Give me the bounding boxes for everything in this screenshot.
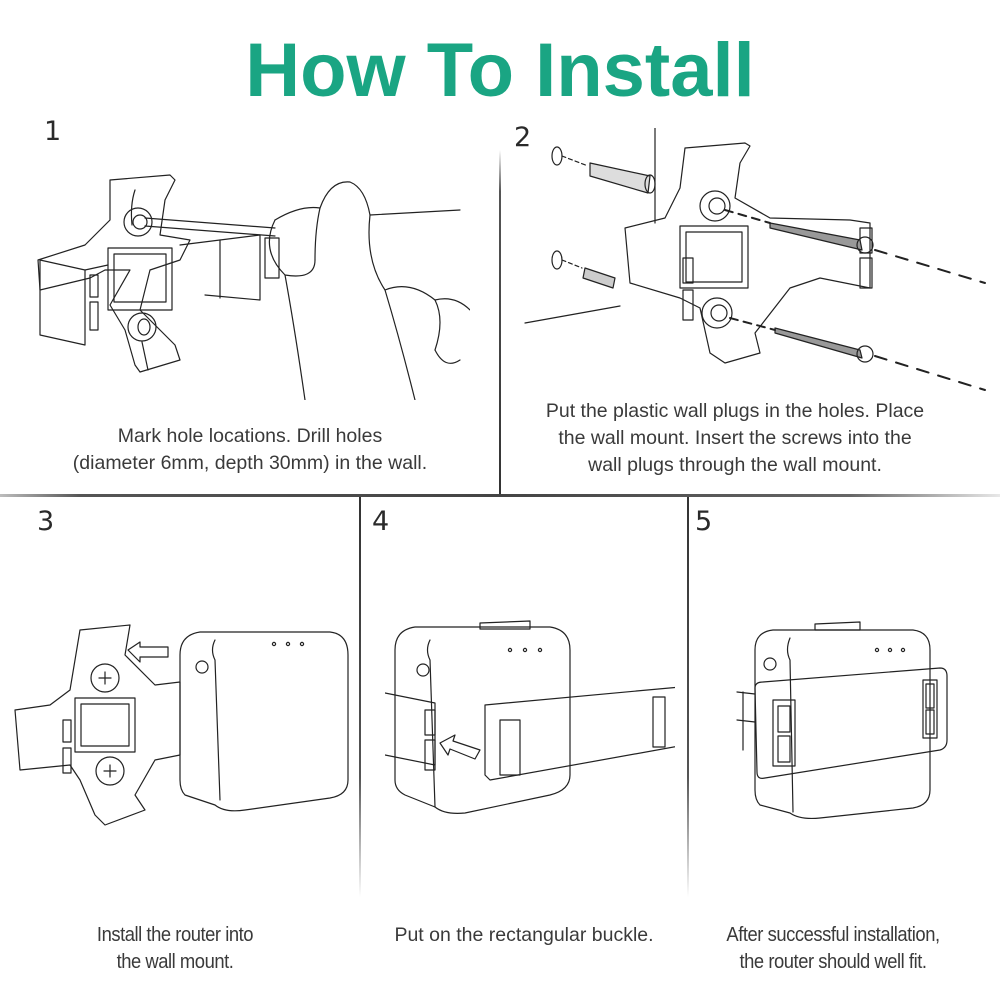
caption-line: After successful installation,	[726, 924, 940, 946]
wall-mount-marking-illustration	[30, 160, 470, 400]
caption-line: (diameter 6mm, depth 30mm) in the wall.	[72, 452, 428, 474]
caption-line: Put on the rectangular buckle.	[394, 924, 654, 946]
step-number: 2	[514, 122, 532, 153]
caption-line: the wall mount.	[116, 951, 234, 973]
divider-vertical-bottom-right	[687, 497, 689, 897]
divider-horizontal	[0, 494, 1000, 497]
step-number: 3	[37, 506, 55, 537]
caption-line: the wall mount. Insert the screws into t…	[558, 427, 912, 449]
step-number: 5	[695, 506, 713, 537]
step-caption: Install the router into the wall mount.	[23, 922, 327, 976]
page-title: How To Install	[245, 28, 755, 113]
caption-line: the router should well fit.	[739, 951, 927, 973]
step-number: 1	[44, 116, 62, 147]
caption-line: Mark hole locations. Drill holes	[117, 425, 383, 447]
step-caption: After successful installation, the route…	[700, 922, 967, 976]
caption-line: Install the router into	[96, 924, 254, 946]
divider-vertical-top	[499, 150, 501, 495]
router-into-mount-illustration	[10, 620, 355, 835]
step-caption: Mark hole locations. Drill holes (diamet…	[0, 423, 500, 477]
step-number: 4	[372, 506, 390, 537]
step-caption: Put the plastic wall plugs in the holes.…	[500, 398, 970, 479]
caption-line: Put the plastic wall plugs in the holes.…	[545, 400, 925, 422]
router-mounted-illustration	[735, 620, 955, 820]
wall-plugs-screws-illustration	[520, 128, 990, 398]
divider-vertical-bottom-left	[359, 497, 361, 897]
caption-line: wall plugs through the wall mount.	[588, 454, 882, 476]
step-caption: Put on the rectangular buckle.	[360, 922, 688, 949]
buckle-attach-illustration	[385, 615, 675, 820]
